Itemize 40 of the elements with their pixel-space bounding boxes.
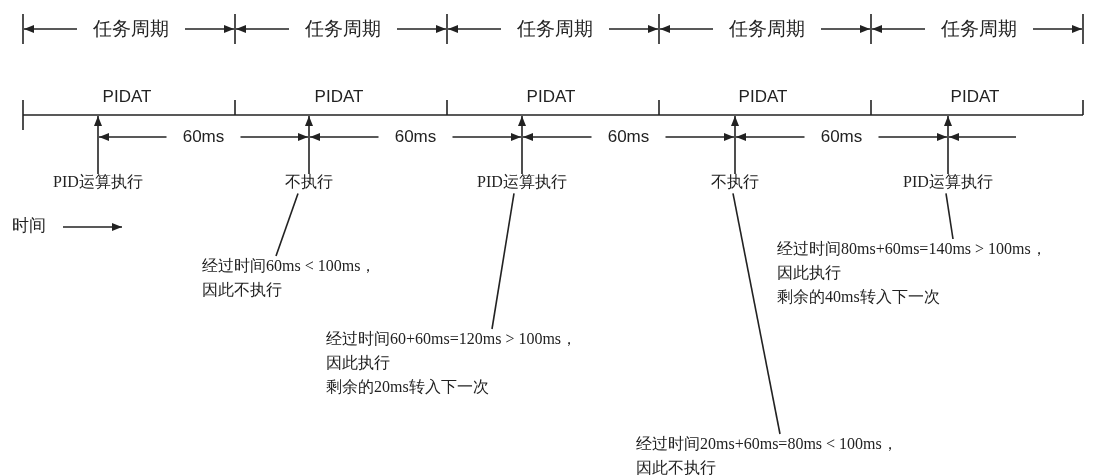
dimension-label: 60ms xyxy=(607,127,650,147)
arrow xyxy=(731,115,739,175)
note-text: 因此不执行 xyxy=(636,458,717,475)
dimension-label: 60ms xyxy=(820,127,863,147)
period-label: PIDAT xyxy=(314,87,364,107)
arrow xyxy=(305,115,313,175)
note-text: 剩余的20ms转入下一次 xyxy=(326,377,490,397)
note-text: 经过时间60ms < 100ms， xyxy=(202,256,377,276)
leader-line xyxy=(275,192,299,257)
dimension-label: 任务周期 xyxy=(729,18,805,40)
note-text: 因此执行 xyxy=(777,263,842,283)
note-text: 剩余的40ms转入下一次 xyxy=(777,287,941,307)
period-label: PIDAT xyxy=(950,87,1000,107)
step-label: 不执行 xyxy=(285,173,333,192)
leader-line xyxy=(945,192,954,240)
period-label: PIDAT xyxy=(526,87,576,107)
note-text: 经过时间20ms+60ms=80ms < 100ms， xyxy=(636,434,898,454)
timeline xyxy=(22,114,1084,116)
step-label: PID运算执行 xyxy=(903,173,993,192)
arrow xyxy=(94,115,102,175)
arrow xyxy=(944,115,952,175)
dimension-label: 60ms xyxy=(182,127,225,147)
period-label: PIDAT xyxy=(738,87,788,107)
note-text: 经过时间80ms+60ms=140ms > 100ms， xyxy=(777,239,1047,259)
period-label: PIDAT xyxy=(102,87,152,107)
leader-line xyxy=(732,192,781,435)
dimension-label: 任务周期 xyxy=(305,18,381,40)
dimension-label: 任务周期 xyxy=(517,18,593,40)
dimension-label: 60ms xyxy=(394,127,437,147)
leader-line xyxy=(491,192,515,330)
arrow xyxy=(518,115,526,175)
dimension-label: 任务周期 xyxy=(941,18,1017,40)
step-label: PID运算执行 xyxy=(53,173,143,192)
note-text: 经过时间60+60ms=120ms > 100ms， xyxy=(326,329,578,349)
note-text: 因此执行 xyxy=(326,353,391,373)
dimension-label: 任务周期 xyxy=(93,18,169,40)
step-label: PID运算执行 xyxy=(477,173,567,192)
note-text: 因此不执行 xyxy=(202,280,283,300)
axis-label: 时间 xyxy=(12,216,46,236)
step-label: 不执行 xyxy=(711,173,759,192)
